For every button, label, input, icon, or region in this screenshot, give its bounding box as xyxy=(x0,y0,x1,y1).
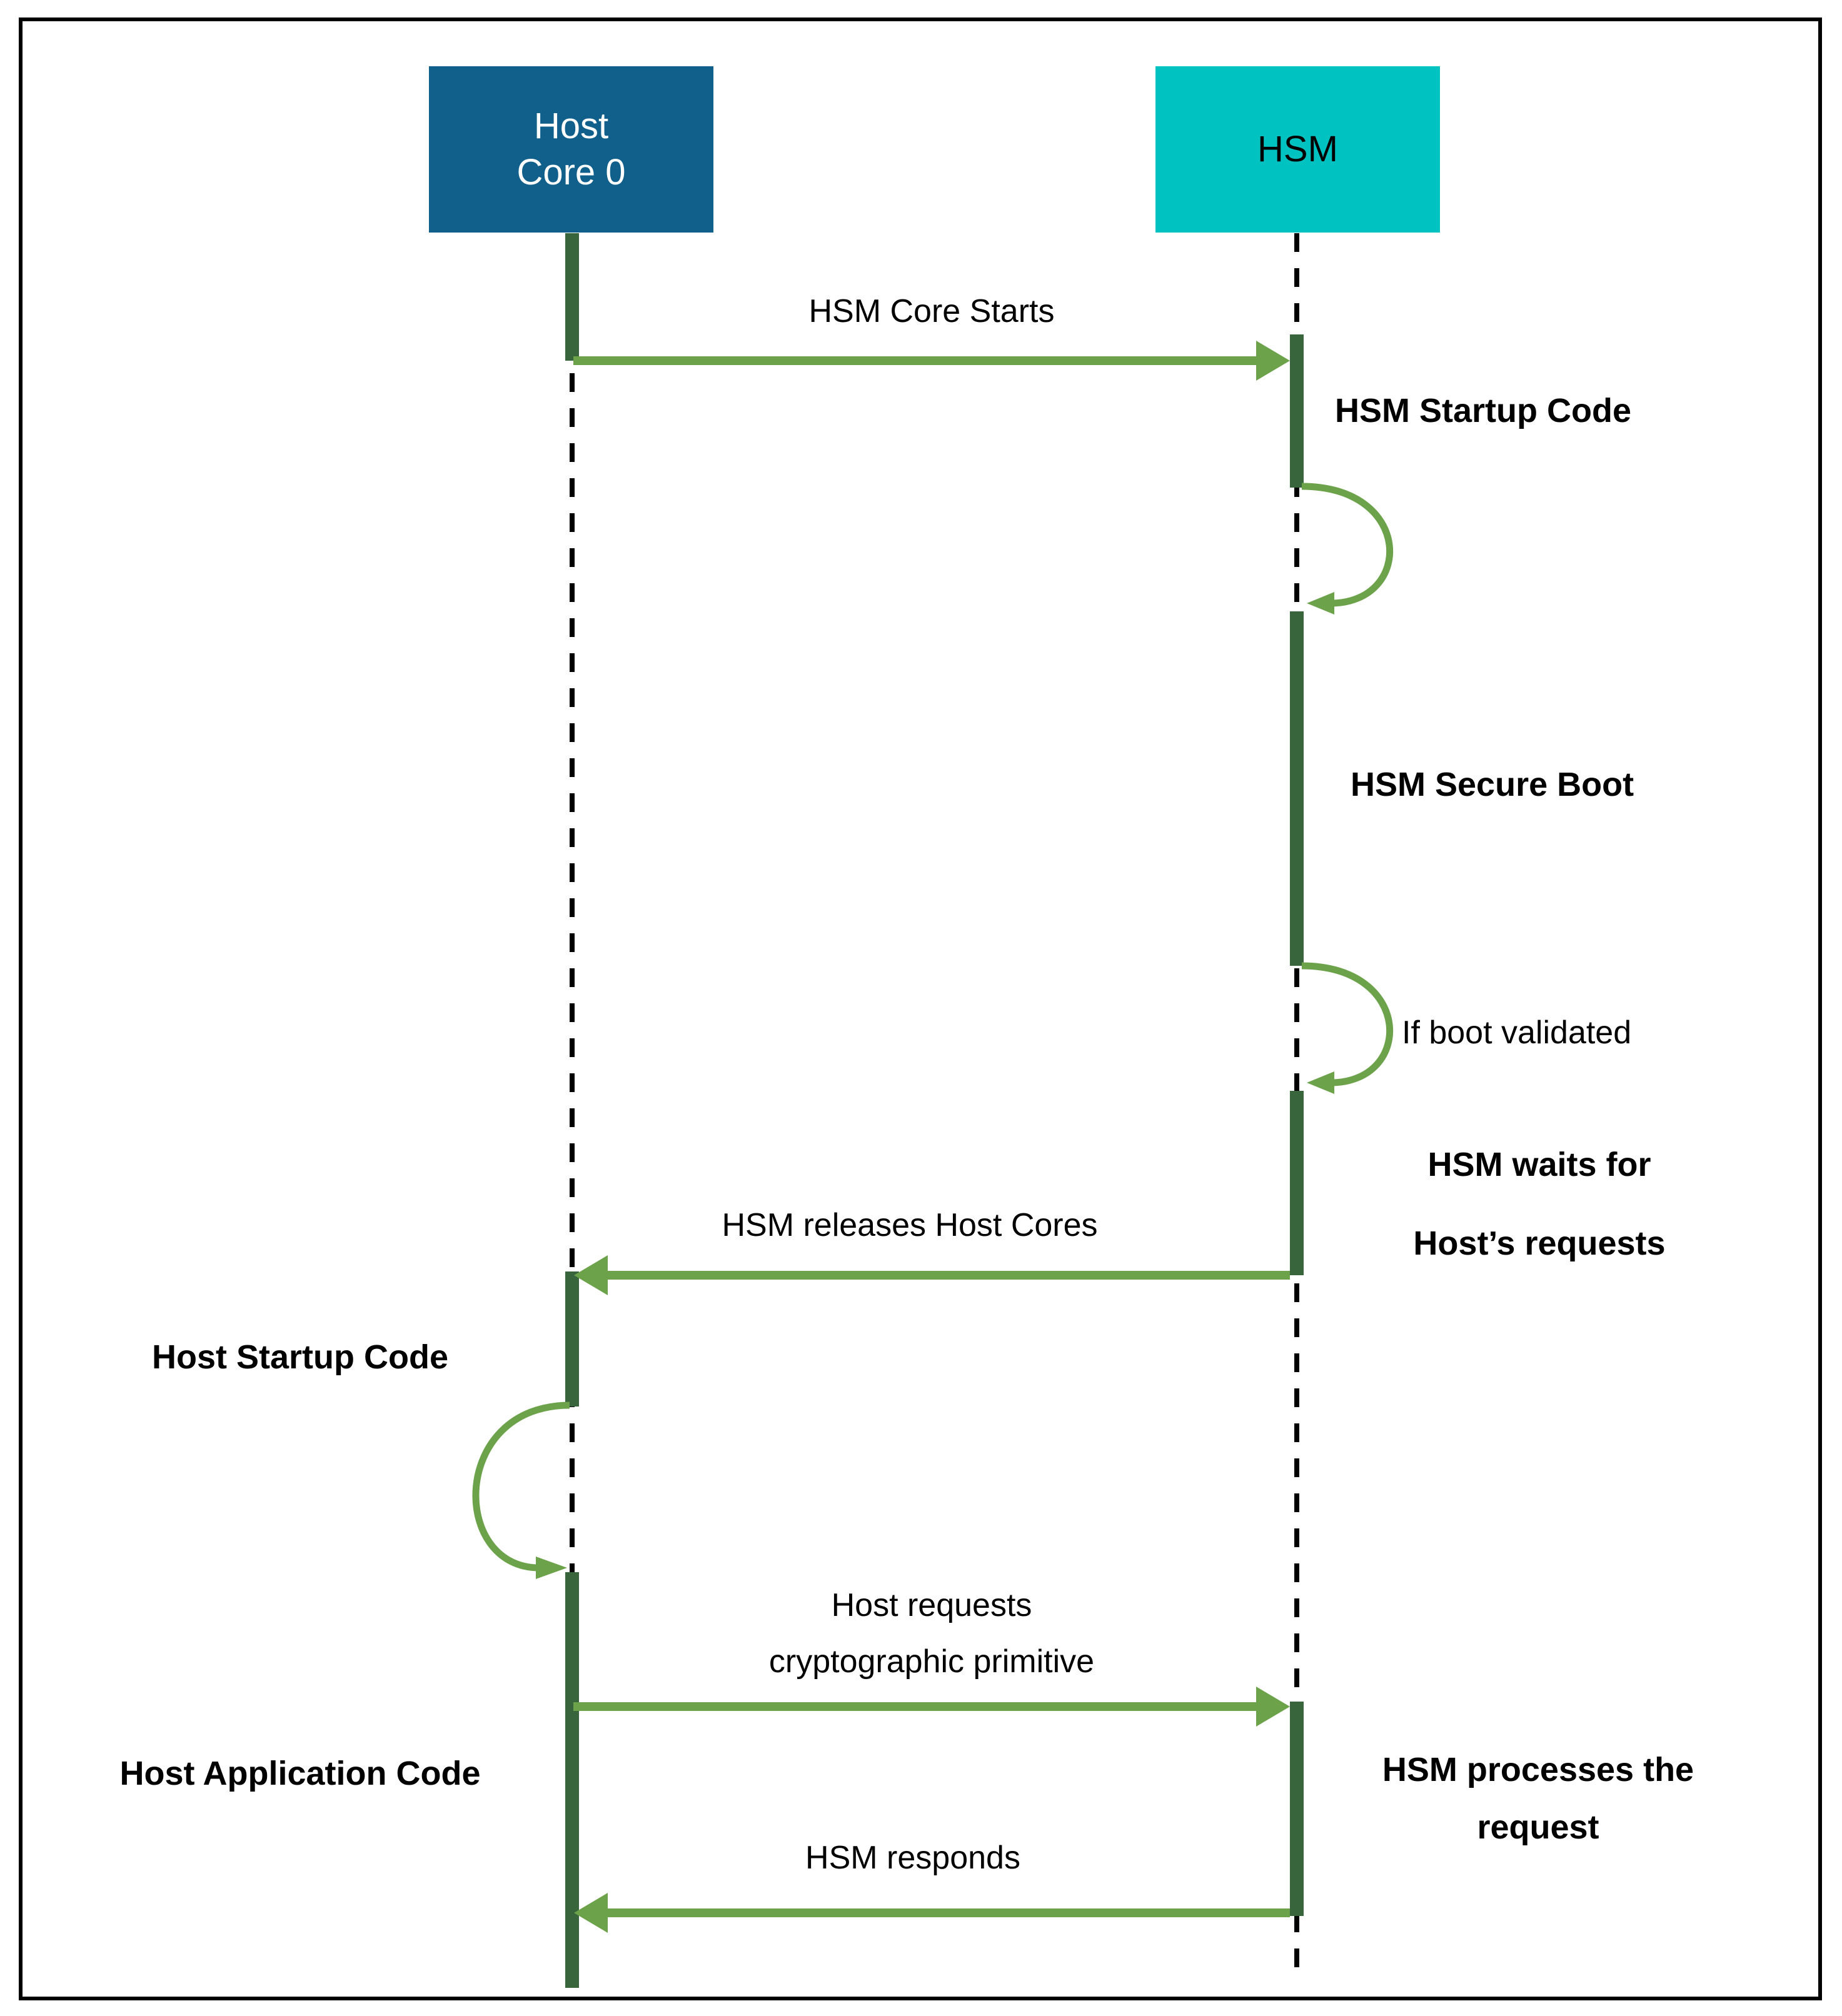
note-hsm-processes-line2: request xyxy=(1477,1808,1599,1846)
message-label-hsm-responds: HSM responds xyxy=(805,1840,1020,1876)
message-label-hsm-releases-host-cores: HSM releases Host Cores xyxy=(722,1207,1098,1243)
hsm-activation-bar-3 xyxy=(1290,1091,1304,1275)
arrowhead-left-icon xyxy=(574,1893,608,1933)
message-label-hsm-core-starts: HSM Core Starts xyxy=(808,293,1055,329)
actor-hsm: HSM xyxy=(1155,66,1440,233)
actor-hsm-label: HSM xyxy=(1257,129,1338,169)
arrow-hsm-core-starts xyxy=(573,356,1259,365)
note-host-startup-code: Host Startup Code xyxy=(151,1338,449,1376)
message-label-host-requests-line2: cryptographic primitive xyxy=(768,1643,1095,1680)
actor-host-label-line1: Host xyxy=(533,106,609,146)
note-host-application-code: Host Application Code xyxy=(119,1755,481,1792)
note-hsm-startup-code: HSM Startup Code xyxy=(1335,392,1632,429)
diagram-border xyxy=(19,18,1822,2000)
message-label-host-requests-line1: Host requests xyxy=(831,1587,1032,1623)
note-hsm-processes-line1: HSM processes the xyxy=(1382,1751,1694,1788)
host-activation-bar-3 xyxy=(565,1572,579,1988)
hsm-activation-bar-2 xyxy=(1290,611,1304,966)
arrow-hsm-responds xyxy=(606,1908,1290,1917)
hsm-activation-bar-1 xyxy=(1290,334,1304,488)
hsm-self-loop-2-arrow xyxy=(1301,962,1394,1094)
arrowhead-right-icon xyxy=(1256,341,1290,381)
actor-host-core0: Host Core 0 xyxy=(429,66,713,233)
note-hsm-waits-line2: Host’s requests xyxy=(1413,1225,1666,1262)
hsm-activation-bar-4 xyxy=(1290,1702,1304,1916)
note-hsm-secure-boot: HSM Secure Boot xyxy=(1351,766,1634,803)
arrowhead-left-icon xyxy=(574,1255,608,1295)
host-lifeline xyxy=(570,233,575,1988)
arrow-host-requests-primitive xyxy=(573,1702,1257,1711)
note-hsm-waits-line1: HSM waits for xyxy=(1427,1146,1651,1183)
host-activation-bar-1 xyxy=(565,233,579,361)
hsm-self-loop-1-arrow xyxy=(1301,483,1394,614)
host-self-loop-arrow xyxy=(472,1402,570,1579)
arrowhead-right-icon xyxy=(1256,1687,1290,1727)
arrow-hsm-releases-host-cores xyxy=(606,1271,1290,1280)
label-if-boot-validated: If boot validated xyxy=(1402,1015,1632,1051)
actor-host-label-line2: Core 0 xyxy=(516,152,626,193)
host-activation-bar-2 xyxy=(565,1271,579,1407)
